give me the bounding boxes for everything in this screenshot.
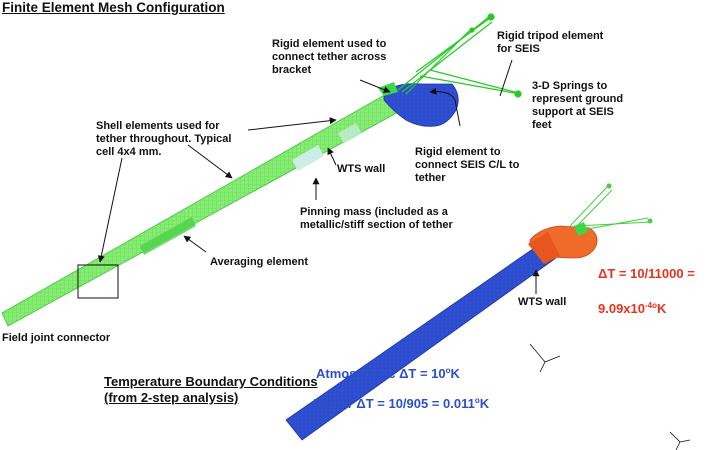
atmospheric-sup: o — [445, 366, 451, 375]
atmospheric-unit: K — [450, 366, 460, 381]
label-rigid-bracket: Rigid element used to connect tether acr… — [272, 38, 387, 76]
tether-unit: K — [479, 396, 490, 411]
axis-triad-1 — [529, 343, 561, 373]
label-field-joint: Field joint connector — [2, 332, 111, 344]
bottom-tether-mesh — [285, 222, 598, 441]
delta-t-red-value: 9.09x10 — [598, 301, 645, 316]
tether-prefix: Tether ΔT = 10/905 = 0.011 — [314, 396, 475, 411]
label-3d-springs: 3-D Springs to represent ground support … — [532, 80, 624, 131]
label-averaging-element: Averaging element — [210, 256, 309, 268]
field-joint-box — [77, 264, 119, 299]
label-pinning-mass: Pinning mass (included as a metallic/sti… — [300, 206, 453, 231]
atmospheric-delta-t: Atmospheric ΔT = 10oK — [316, 366, 460, 381]
temperature-heading-line2: (from 2-step analysis) — [104, 390, 239, 405]
atmospheric-prefix: Atmospheric ΔT = 10 — [316, 366, 446, 381]
label-rigid-cl: Rigid element to connect SEIS C/L to tet… — [415, 146, 520, 184]
temperature-heading-line1: Temperature Boundary Conditions — [104, 374, 318, 389]
delta-t-red-line1: ΔT = 10/11000 = — [598, 266, 695, 281]
delta-t-red-unit: K — [657, 301, 667, 316]
tether-delta-t: Tether ΔT = 10/905 = 0.011oK — [314, 396, 489, 411]
leader-arrows — [97, 59, 540, 294]
delta-t-red: ΔT = 10/11000 = 9.09x10-4oK — [598, 250, 695, 317]
rigid-tripod-bottom — [569, 183, 653, 231]
rigid-tripod-top — [397, 13, 522, 98]
axis-triad-2 — [669, 431, 691, 450]
tether-sup: o — [474, 396, 480, 405]
label-rigid-tripod: Rigid tripod element for SEIS — [497, 30, 604, 55]
page-title: Finite Element Mesh Configuration — [2, 0, 225, 15]
seis-blue-body — [378, 82, 459, 127]
label-wts-wall-top: WTS wall — [337, 163, 386, 175]
label-wts-wall-bottom: WTS wall — [518, 296, 567, 308]
delta-t-red-exp: -4o — [645, 301, 657, 310]
label-shell-elements: Shell elements used for tether throughou… — [96, 120, 232, 158]
top-tether-mesh — [1, 92, 403, 327]
